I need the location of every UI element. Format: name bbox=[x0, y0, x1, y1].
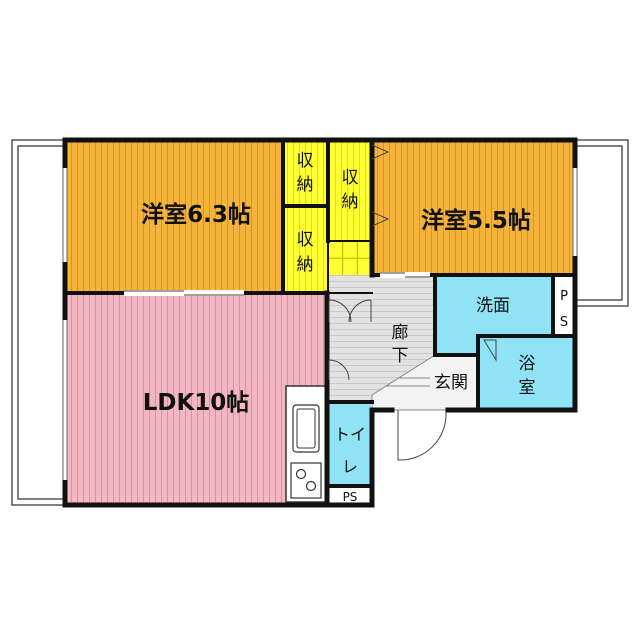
windows bbox=[63, 168, 577, 480]
bath-floor bbox=[478, 336, 575, 410]
entrance-steps bbox=[385, 377, 430, 387]
western-room-5-floor bbox=[372, 140, 575, 275]
stove-icon bbox=[290, 462, 322, 499]
ps-bottom-box bbox=[328, 486, 372, 505]
kitchen-counter bbox=[285, 385, 327, 503]
bath-label-1: 浴 bbox=[519, 354, 536, 374]
storage-a2-label-2: 納 bbox=[297, 255, 314, 275]
bath-label-2: 室 bbox=[519, 378, 536, 398]
toilet-label-2: レ bbox=[342, 457, 358, 476]
corridor-label-2: 下 bbox=[392, 346, 409, 366]
ldk-label: LDK10帖 bbox=[143, 390, 250, 416]
ps-right-label-2: S bbox=[560, 315, 568, 330]
storage-a1-label-1: 収 bbox=[297, 151, 314, 171]
western-room-6-floor bbox=[65, 140, 283, 293]
balcony-left bbox=[11, 139, 65, 506]
ps-bottom-label: PS bbox=[343, 490, 358, 504]
storage-a2-floor bbox=[283, 206, 328, 293]
sliding-door-ldk bbox=[124, 290, 244, 296]
storage-b-label-1: 収 bbox=[342, 168, 359, 188]
storage-a1-label-2: 納 bbox=[297, 175, 314, 195]
ldk-floor bbox=[65, 293, 327, 505]
toilet-label-1: トイ bbox=[334, 425, 366, 444]
toilet-floor bbox=[328, 402, 372, 486]
storage-a1-floor bbox=[283, 140, 328, 206]
ps-right-box bbox=[553, 275, 575, 336]
sliding-door-western-5 bbox=[380, 272, 430, 278]
balcony-right bbox=[575, 139, 629, 307]
storage-b-floor bbox=[328, 140, 372, 241]
corridor-label-1: 廊 bbox=[392, 323, 409, 343]
window-frames bbox=[62, 168, 578, 480]
kitchen-sink-icon bbox=[292, 404, 320, 453]
storage-b-label-2: 納 bbox=[342, 192, 359, 212]
corridor-floor bbox=[328, 275, 435, 410]
ps-right-label-1: P bbox=[560, 289, 568, 304]
door-swing-icon bbox=[328, 144, 497, 461]
western-room-6-label: 洋室6.3帖 bbox=[141, 201, 251, 228]
storage-a2-label-1: 収 bbox=[297, 230, 314, 250]
western-room-5-label: 洋室5.5帖 bbox=[421, 207, 531, 234]
entrance-label: 玄関 bbox=[434, 373, 468, 393]
washroom-label: 洗面 bbox=[476, 296, 510, 316]
